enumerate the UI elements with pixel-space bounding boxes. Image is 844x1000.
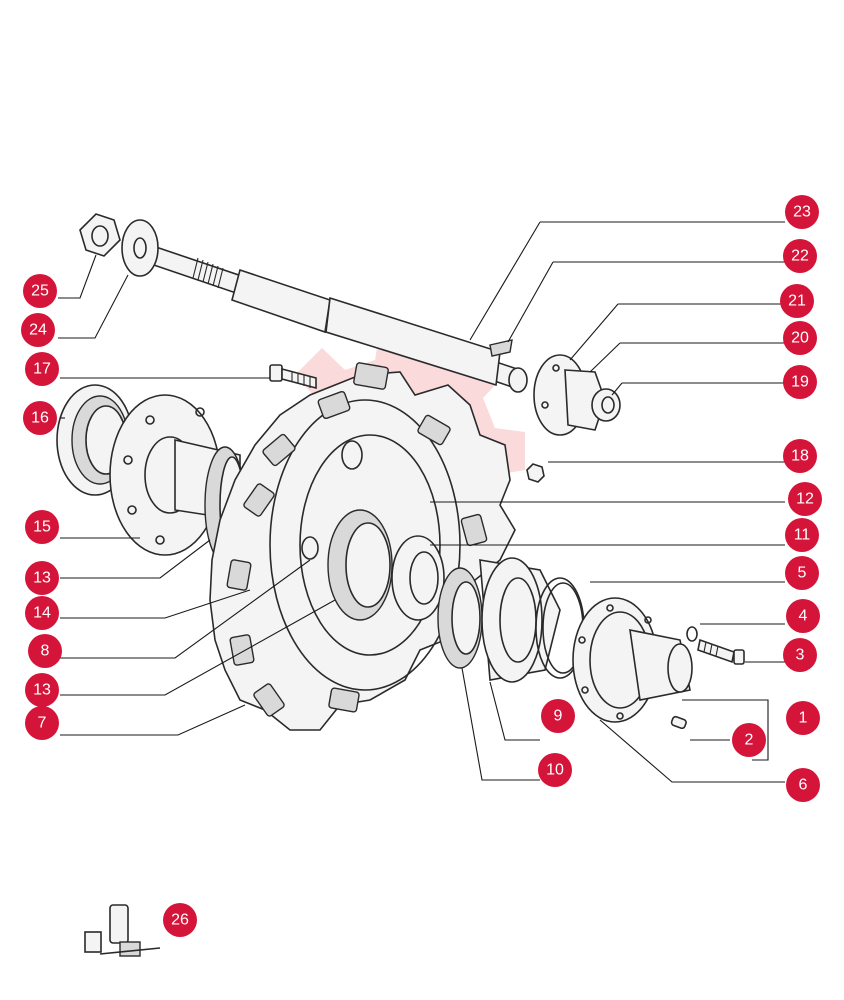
svg-text:15: 15 bbox=[33, 519, 51, 536]
leader-lines bbox=[58, 221, 785, 783]
leader-22b bbox=[507, 261, 554, 343]
callout-16[interactable]: 16 bbox=[23, 401, 57, 435]
washer-4 bbox=[686, 626, 698, 642]
svg-text:21: 21 bbox=[788, 293, 806, 310]
leader-1 bbox=[682, 699, 769, 761]
svg-text:8: 8 bbox=[41, 643, 50, 660]
svg-text:23: 23 bbox=[793, 204, 811, 221]
cover-6 bbox=[572, 597, 693, 723]
callout-21[interactable]: 21 bbox=[780, 284, 814, 318]
svg-text:11: 11 bbox=[794, 527, 811, 544]
svg-text:19: 19 bbox=[791, 374, 809, 391]
leader-10 bbox=[461, 667, 540, 781]
leader-20b bbox=[589, 342, 621, 373]
svg-text:3: 3 bbox=[796, 647, 805, 664]
callout-18[interactable]: 18 bbox=[783, 439, 817, 473]
callout-2[interactable]: 2 bbox=[732, 723, 766, 757]
svg-text:20: 20 bbox=[791, 330, 809, 347]
callout-1[interactable]: 1 bbox=[786, 701, 820, 735]
callout-10[interactable]: 10 bbox=[538, 753, 572, 787]
kit-icon-26 bbox=[84, 904, 161, 957]
bearing-8 bbox=[327, 509, 393, 621]
svg-text:13: 13 bbox=[33, 570, 51, 587]
svg-text:2: 2 bbox=[745, 732, 754, 749]
callout-20[interactable]: 20 bbox=[783, 321, 817, 355]
svg-text:10: 10 bbox=[546, 762, 564, 779]
callout-19[interactable]: 19 bbox=[783, 365, 817, 399]
callout-5[interactable]: 5 bbox=[785, 556, 819, 590]
shaft-thread bbox=[192, 257, 224, 289]
nut-18 bbox=[526, 463, 545, 483]
callout-6[interactable]: 6 bbox=[786, 768, 820, 802]
leader-24 bbox=[58, 274, 129, 339]
svg-text:17: 17 bbox=[33, 361, 51, 378]
callout-11[interactable]: 11 bbox=[785, 518, 819, 552]
callouts: 1 2 3 4 5 6 7 8 9 10 11 12 13 13 14 15 1… bbox=[21, 195, 822, 937]
leader-13b bbox=[60, 599, 336, 696]
svg-text:12: 12 bbox=[796, 491, 814, 508]
svg-text:26: 26 bbox=[171, 912, 189, 929]
washer-24 bbox=[121, 219, 159, 277]
nut-25 bbox=[79, 213, 121, 257]
leader-23b bbox=[469, 221, 541, 341]
callout-4[interactable]: 4 bbox=[786, 599, 820, 633]
bolt-3 bbox=[697, 638, 745, 665]
svg-text:6: 6 bbox=[799, 777, 808, 794]
svg-text:5: 5 bbox=[798, 565, 807, 582]
callout-7[interactable]: 7 bbox=[25, 706, 59, 740]
dowel-pin-2 bbox=[670, 715, 687, 730]
leader-7 bbox=[60, 704, 246, 736]
hub-9 bbox=[479, 557, 561, 683]
svg-text:13: 13 bbox=[33, 682, 51, 699]
ring-nut-12 bbox=[391, 535, 445, 621]
svg-text:22: 22 bbox=[791, 248, 809, 265]
svg-text:14: 14 bbox=[33, 605, 51, 622]
callout-13a[interactable]: 13 bbox=[25, 561, 59, 595]
leader-19b bbox=[611, 382, 623, 396]
leader-21b bbox=[569, 303, 619, 361]
callout-13b[interactable]: 13 bbox=[25, 673, 59, 707]
leader-13a bbox=[60, 539, 211, 579]
svg-text:9: 9 bbox=[554, 708, 563, 725]
leader-14 bbox=[60, 589, 251, 619]
callout-26[interactable]: 26 bbox=[163, 903, 197, 937]
svg-text:24: 24 bbox=[29, 322, 47, 339]
callout-15[interactable]: 15 bbox=[25, 510, 59, 544]
leader-9 bbox=[489, 681, 540, 741]
callout-22[interactable]: 22 bbox=[783, 239, 817, 273]
shaft-key bbox=[489, 339, 513, 357]
svg-text:4: 4 bbox=[799, 608, 808, 625]
svg-text:1: 1 bbox=[799, 710, 808, 727]
callout-12[interactable]: 12 bbox=[788, 482, 822, 516]
callout-8[interactable]: 8 bbox=[28, 634, 62, 668]
svg-text:7: 7 bbox=[38, 715, 47, 732]
callout-3[interactable]: 3 bbox=[783, 638, 817, 672]
leader-25 bbox=[58, 254, 97, 299]
axle-shaft bbox=[144, 243, 528, 393]
callout-23[interactable]: 23 bbox=[785, 195, 819, 229]
callout-14[interactable]: 14 bbox=[25, 596, 59, 630]
leader-6 bbox=[599, 719, 785, 783]
svg-text:18: 18 bbox=[791, 448, 809, 465]
nut-19 bbox=[591, 388, 621, 422]
shaft-end bbox=[508, 367, 528, 393]
callout-24[interactable]: 24 bbox=[21, 313, 55, 347]
callout-17[interactable]: 17 bbox=[25, 352, 59, 386]
callout-25[interactable]: 25 bbox=[23, 274, 57, 308]
bolt-17 bbox=[269, 364, 317, 390]
svg-text:25: 25 bbox=[31, 283, 49, 300]
svg-text:16: 16 bbox=[31, 410, 49, 427]
bearing-10 bbox=[437, 567, 483, 669]
callout-9[interactable]: 9 bbox=[541, 699, 575, 733]
leader-8 bbox=[60, 559, 311, 659]
